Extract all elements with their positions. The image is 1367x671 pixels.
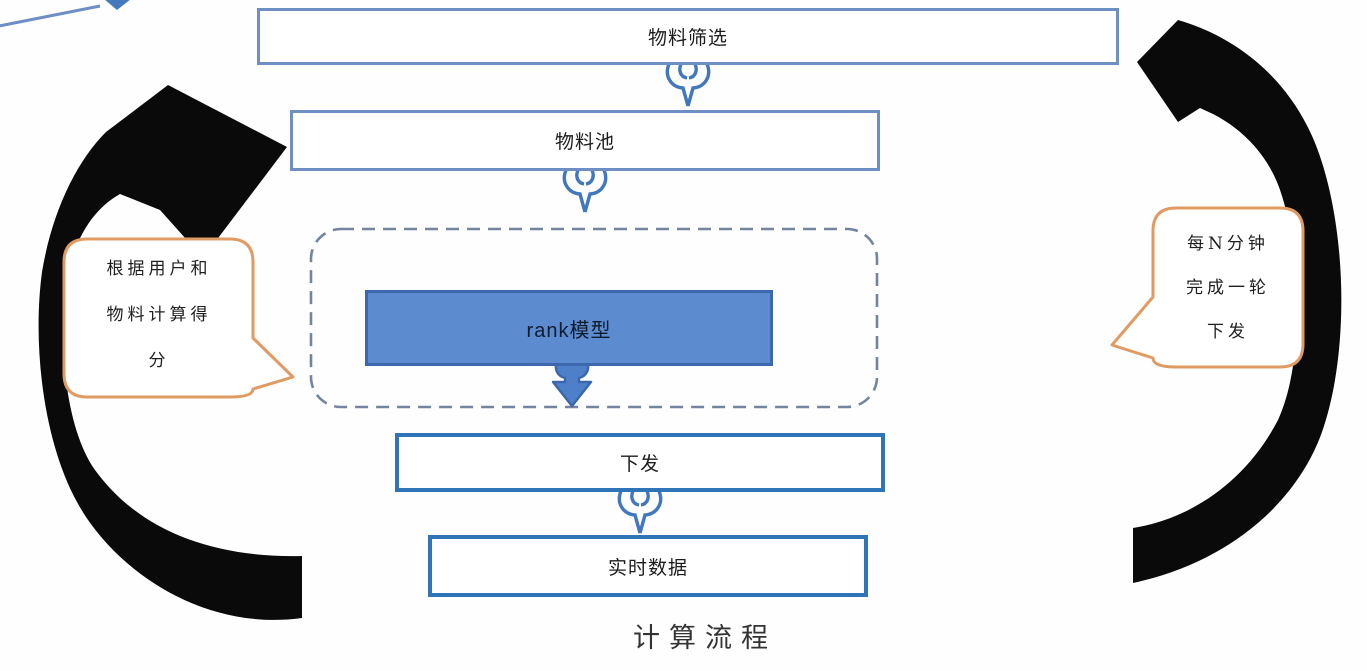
clipped-blue-arrowhead-icon bbox=[105, 0, 130, 10]
callout-bubble-left bbox=[62, 237, 295, 399]
flow-node-realtime-data: 实时数据 bbox=[428, 535, 868, 597]
flow-node-label: 下发 bbox=[619, 454, 660, 475]
flow-node-dispatch: 下发 bbox=[395, 433, 885, 492]
flow-node-label: 物料筛选 bbox=[647, 28, 728, 49]
flow-node-label: 物料池 bbox=[554, 132, 615, 153]
callout-line: 物料计算得 bbox=[106, 305, 212, 325]
callout-right-text: 每N分钟 完成一轮 下发 bbox=[1158, 222, 1298, 354]
callout-line: 每N分钟 bbox=[1187, 234, 1269, 254]
down-arrow-icon bbox=[562, 169, 608, 213]
callout-line: 完成一轮 bbox=[1186, 278, 1270, 298]
callout-line: 根据用户和 bbox=[106, 259, 212, 279]
solid-down-arrow-icon bbox=[551, 359, 593, 408]
callout-line: 下发 bbox=[1207, 322, 1249, 342]
flow-node-material-filter: 物料筛选 bbox=[257, 8, 1119, 65]
flow-node-label: 实时数据 bbox=[607, 557, 688, 579]
cycle-arrow-left-icon bbox=[38, 85, 303, 620]
flow-node-material-pool: 物料池 bbox=[290, 110, 880, 171]
callout-left-text: 根据用户和 物料计算得 分 bbox=[70, 246, 248, 384]
diagram-caption: 计算流程 bbox=[633, 623, 777, 654]
cycle-arrow-right-icon bbox=[1133, 20, 1342, 583]
clipped-blue-arrow-icon bbox=[0, 4, 101, 28]
flow-node-label: rank模型 bbox=[526, 319, 612, 342]
down-arrow-icon bbox=[665, 63, 711, 107]
callout-bubble-right bbox=[1110, 206, 1305, 369]
flow-node-rank-model: rank模型 bbox=[365, 290, 773, 366]
down-arrow-icon bbox=[617, 490, 663, 534]
callout-line: 分 bbox=[148, 351, 170, 371]
rank-dashed-container bbox=[309, 227, 879, 409]
